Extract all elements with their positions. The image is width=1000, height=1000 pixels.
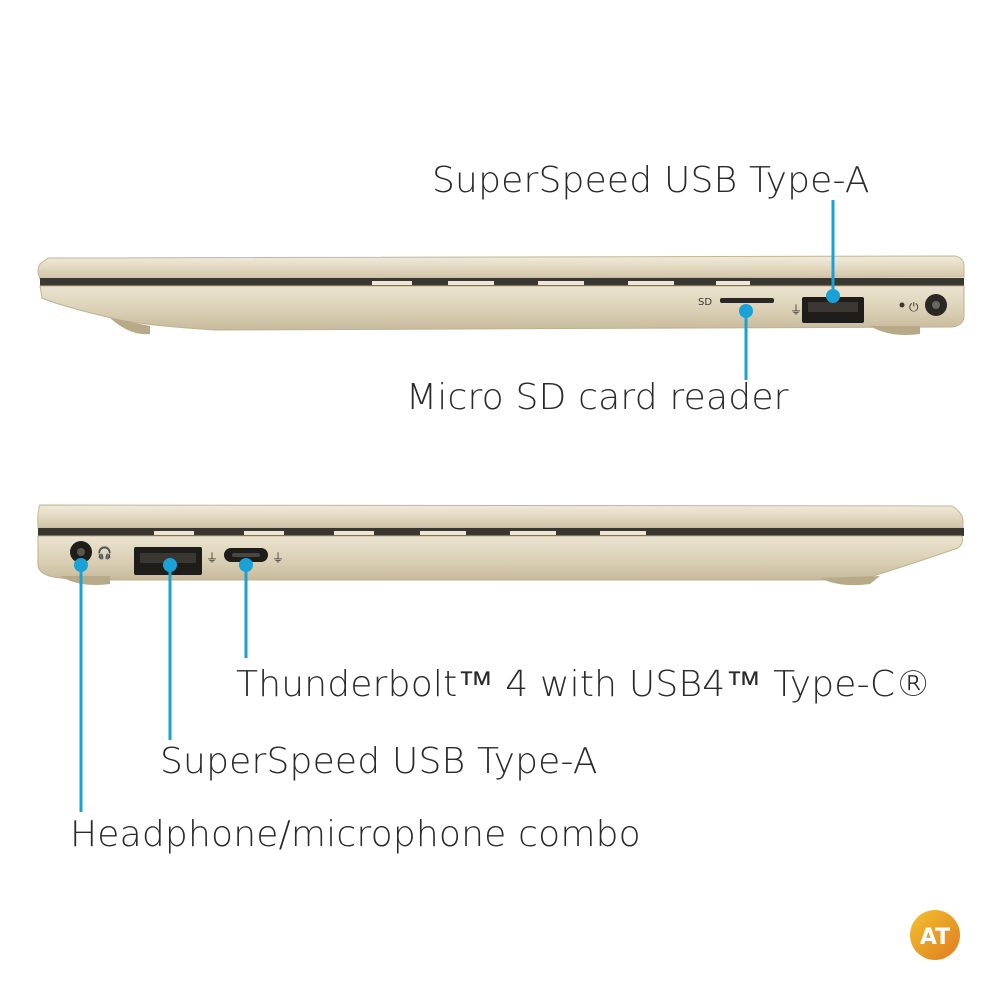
power-led <box>899 302 905 308</box>
power-plug-icon: ⏻ <box>909 300 919 314</box>
callout-lines-bottom <box>74 558 253 812</box>
callout-lines-top <box>739 200 840 380</box>
usb-symbol-icon: ⏚ <box>206 551 218 565</box>
usb-symbol-icon: ⏚ <box>790 303 802 317</box>
usb-symbol-icon: ⏚ <box>272 551 284 565</box>
watermark-logo: AT <box>910 910 960 960</box>
callout-usb-a-right: SuperSpeed USB Type-A <box>432 160 870 201</box>
callout-micro-sd: Micro SD card reader <box>406 377 789 418</box>
laptop-right-side: SD ⏚ ⏻ <box>37 255 965 335</box>
svg-text:AT: AT <box>920 925 950 950</box>
callout-usb-a-left: SuperSpeed USB Type-A <box>160 741 598 782</box>
micro-sd-slot <box>720 298 774 303</box>
sd-port-label: SD <box>698 297 712 308</box>
headphone-icon: 🎧 <box>97 546 112 560</box>
callout-thunderbolt: Thunderbolt™ 4 with USB4™ Type-C® <box>236 664 932 705</box>
callout-headphone: Headphone/microphone combo <box>70 814 641 855</box>
laptop-left-side: 🎧 ⏚ ⏚ <box>37 504 964 586</box>
